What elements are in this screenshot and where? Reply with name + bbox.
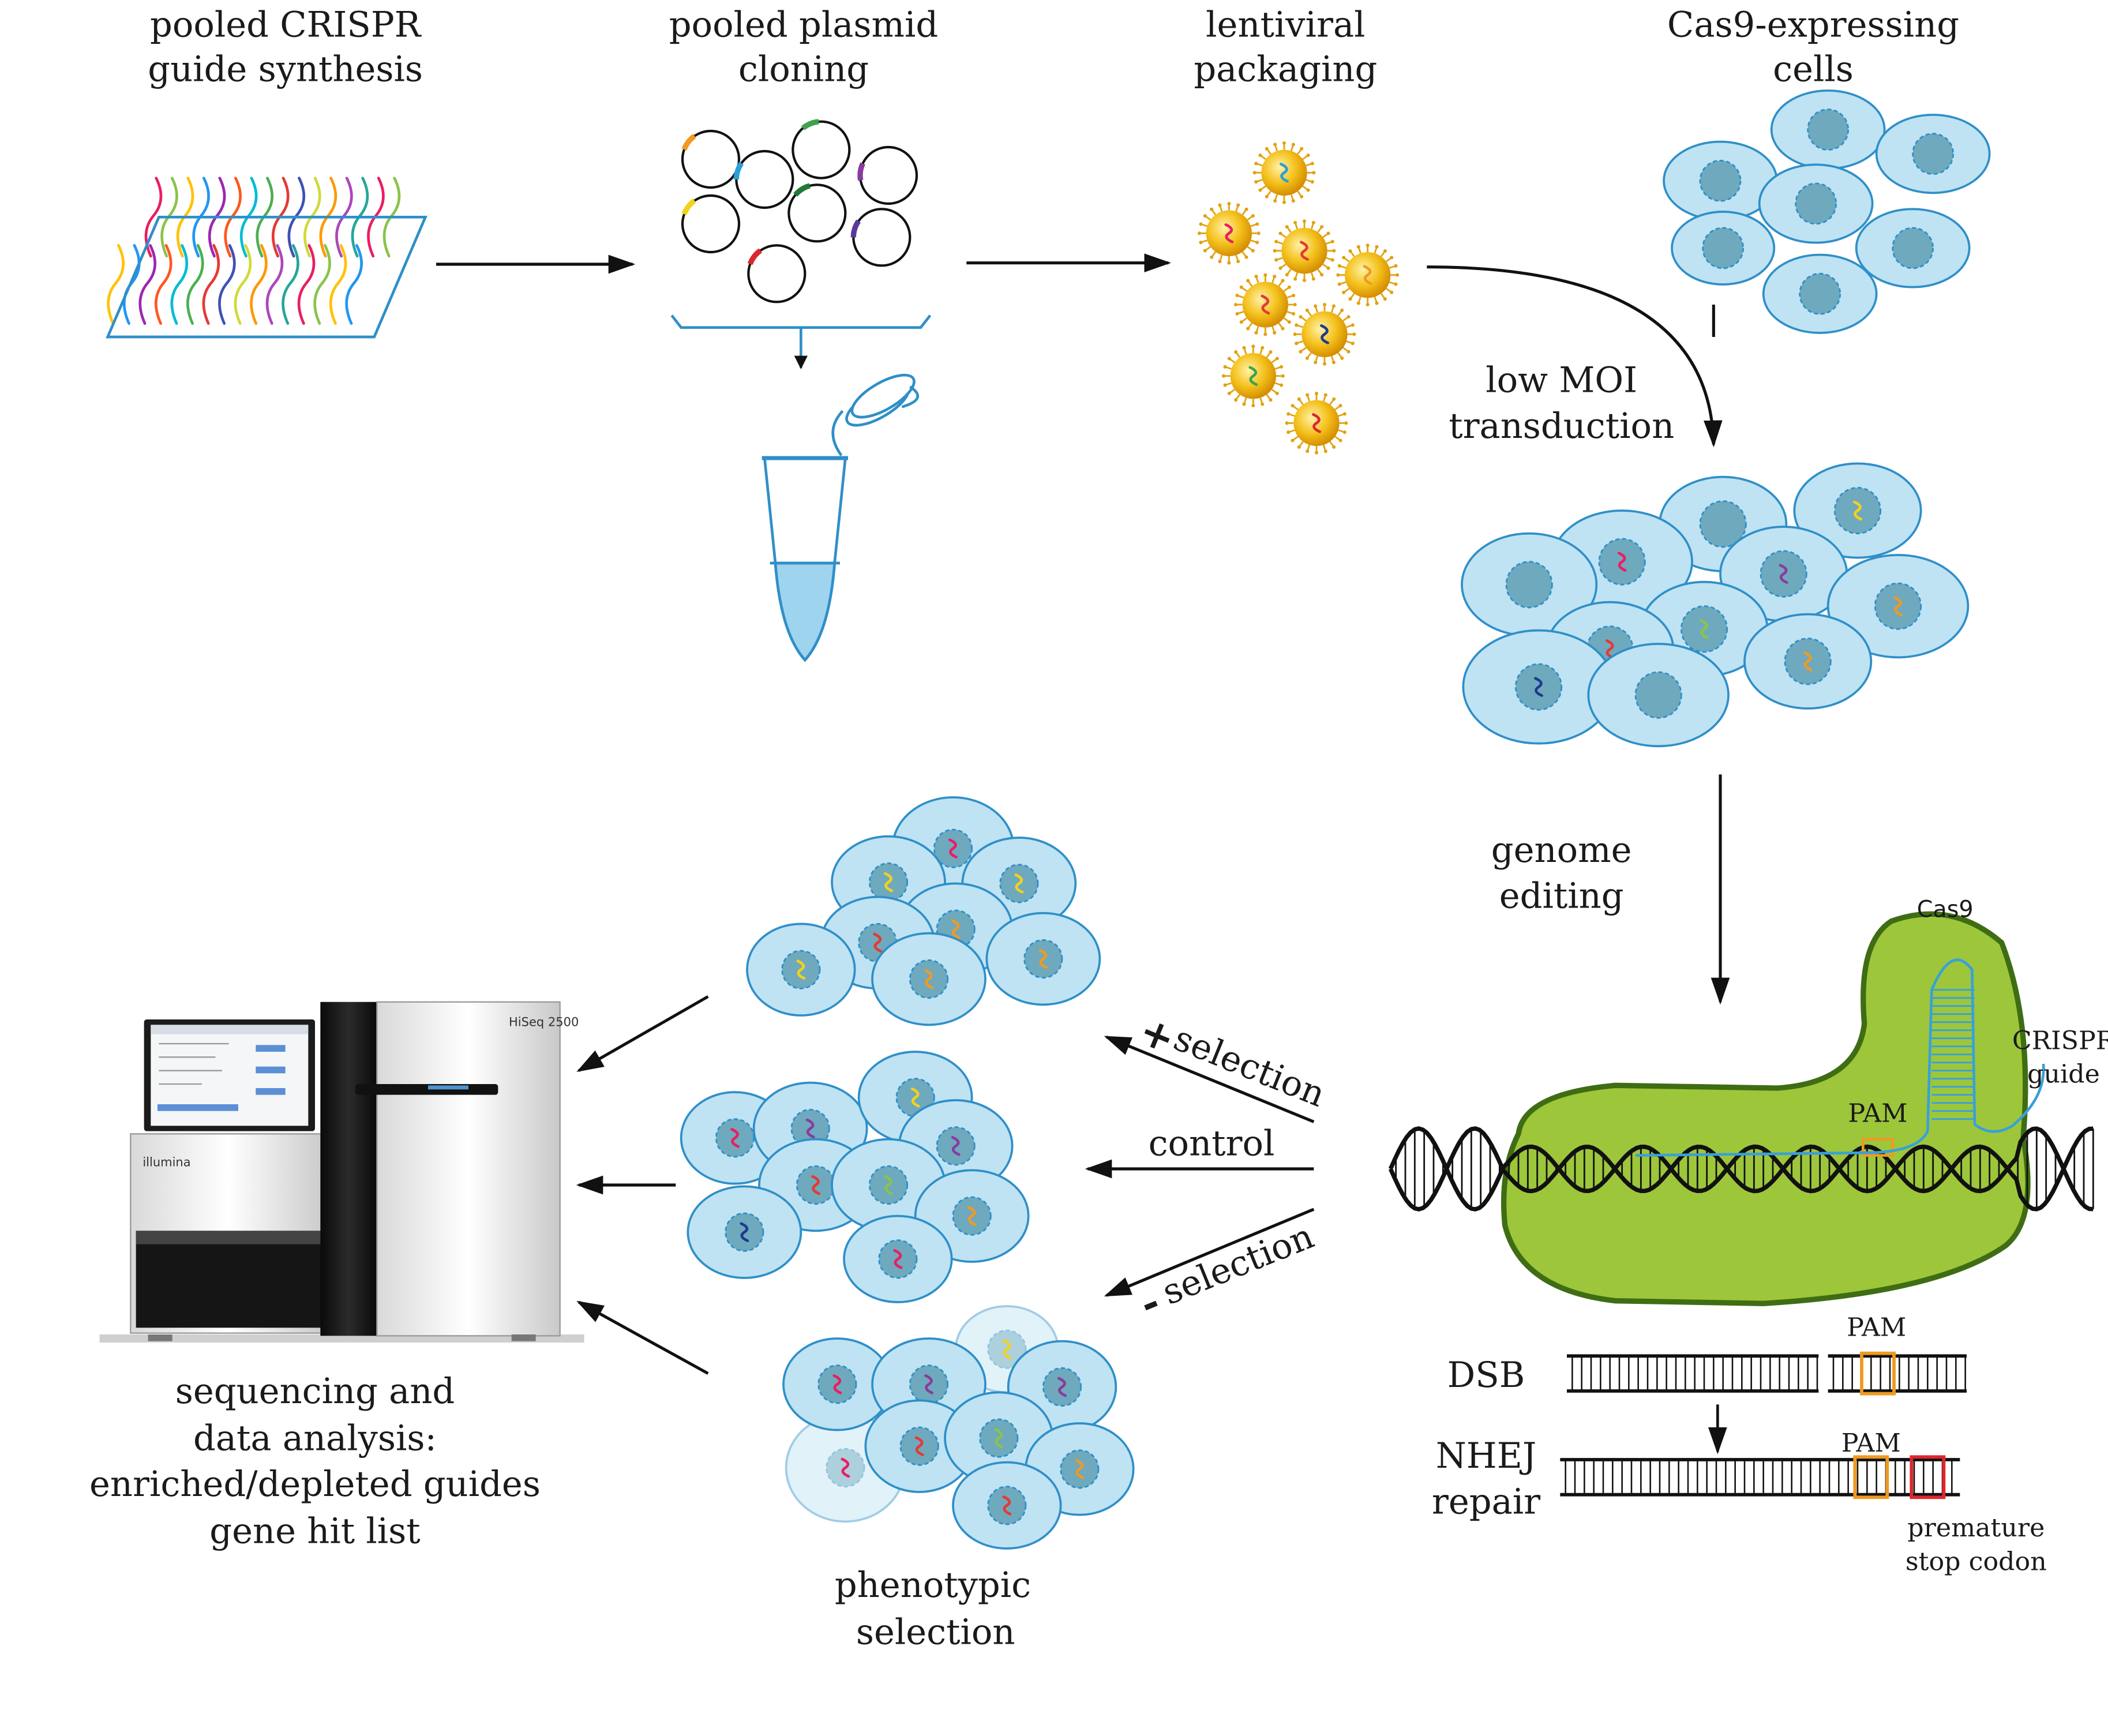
svg-text:premature: premature — [1907, 1513, 2045, 1543]
svg-text:genome: genome — [1491, 830, 1632, 871]
control-arrow: control — [1085, 1124, 1314, 1179]
svg-text:enriched/depleted guides: enriched/depleted guides — [89, 1464, 541, 1505]
plasmid-icon — [681, 119, 918, 303]
label-editing: genome editing — [1491, 830, 1632, 916]
cas9-protein-icon: Cas9 — [1501, 897, 2031, 1307]
control-cells — [680, 1051, 1030, 1303]
label-sequencing: sequencing and data analysis: enriched/d… — [89, 1371, 541, 1552]
svg-text:transduction: transduction — [1449, 406, 1674, 447]
cas9-cells — [1663, 89, 1991, 334]
nhej-label: NHEJ repair — [1432, 1436, 1540, 1522]
pam-label-nhej: PAM — [1841, 1428, 1901, 1458]
transduced-cells — [1461, 462, 1970, 748]
svg-text:illumina: illumina — [142, 1155, 190, 1169]
svg-text:cells: cells — [1773, 50, 1854, 90]
lentivirus-icon — [1197, 141, 1400, 455]
svg-text:control: control — [1149, 1124, 1275, 1164]
svg-text:CRISPR: CRISPR — [2012, 1026, 2108, 1055]
dna-helix-icon — [1388, 1126, 2094, 1212]
svg-text:guide synthesis: guide synthesis — [148, 50, 423, 90]
svg-text:phenotypic: phenotypic — [835, 1565, 1031, 1606]
pam-label-cas9: PAM — [1848, 1098, 1907, 1128]
svg-text:pooled plasmid: pooled plasmid — [669, 5, 939, 46]
positive-selection-arrow: + selection — [1104, 1006, 1331, 1123]
svg-text:gene hit list: gene hit list — [209, 1512, 420, 1552]
svg-text:pooled CRISPR: pooled CRISPR — [150, 5, 422, 46]
svg-text:guide: guide — [2027, 1060, 2100, 1089]
pam-label-dsb: PAM — [1847, 1313, 1906, 1342]
svg-text:low MOI: low MOI — [1486, 361, 1637, 401]
negative-selection-cells — [782, 1305, 1135, 1550]
plasmid-tray — [670, 314, 932, 370]
svg-text:data analysis:: data analysis: — [193, 1419, 437, 1459]
label-step3: lentiviral packaging — [1194, 5, 1377, 90]
eppendorf-tube-icon — [762, 373, 920, 662]
label-step1: pooled CRISPR guide synthesis — [148, 5, 423, 90]
svg-text:sequencing and: sequencing and — [175, 1371, 455, 1412]
positive-selection-cells — [746, 796, 1101, 1026]
negative-selection-arrow: - selection — [1104, 1208, 1319, 1328]
label-transduction: low MOI transduction — [1449, 361, 1674, 447]
crispr-guide-rna — [1635, 958, 2045, 1157]
svg-text:editing: editing — [1499, 876, 1624, 916]
stop-codon-label: premature stop codon — [1906, 1513, 2047, 1576]
svg-text:Cas9: Cas9 — [1917, 897, 1974, 923]
arrow-pos-to-seq — [576, 995, 709, 1072]
label-phenotypic: phenotypic selection — [835, 1565, 1031, 1653]
dna-repair-strands — [1560, 1351, 1967, 1499]
svg-text:repair: repair — [1432, 1482, 1540, 1522]
arrow-neg-to-seq — [576, 1300, 709, 1375]
svg-text:Cas9-expressing: Cas9-expressing — [1667, 5, 1959, 46]
arrow-transduction — [1427, 265, 1723, 448]
label-step2: pooled plasmid cloning — [669, 5, 939, 90]
svg-text:NHEJ: NHEJ — [1436, 1436, 1537, 1476]
dsb-label: DSB — [1447, 1355, 1525, 1396]
svg-text:HiSeq 2500: HiSeq 2500 — [509, 1015, 579, 1029]
sequencer-icon: illumina HiSeq 2500 — [99, 1001, 584, 1343]
oligo-array-icon — [106, 177, 427, 339]
guide-label: CRISPR guide — [2012, 1026, 2108, 1089]
svg-text:packaging: packaging — [1194, 50, 1377, 90]
svg-text:stop codon: stop codon — [1906, 1547, 2047, 1576]
svg-text:lentiviral: lentiviral — [1206, 5, 1365, 46]
svg-text:cloning: cloning — [738, 50, 869, 90]
label-step4: Cas9-expressing cells — [1667, 5, 1959, 90]
svg-text:selection: selection — [1168, 1018, 1331, 1115]
svg-text:selection: selection — [856, 1613, 1015, 1653]
